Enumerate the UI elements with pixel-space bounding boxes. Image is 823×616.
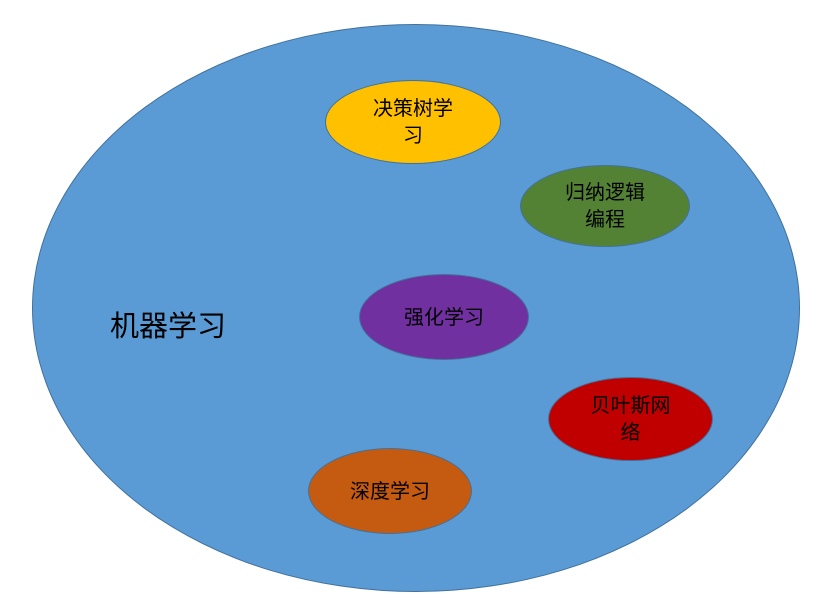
- reinforcement-learning-ellipse: 强化学习: [359, 274, 529, 360]
- deep-learning-ellipse: 深度学习: [308, 448, 472, 534]
- decision-tree-learning-label: 决策树学习: [373, 96, 453, 147]
- decision-tree-learning-ellipse: 决策树学习: [325, 80, 501, 164]
- inductive-logic-programming-label: 归纳逻辑编程: [565, 180, 645, 231]
- reinforcement-learning-label: 强化学习: [404, 304, 484, 329]
- deep-learning-label: 深度学习: [350, 478, 430, 503]
- bayesian-network-ellipse: 贝叶斯网络: [548, 377, 713, 461]
- inductive-logic-programming-ellipse: 归纳逻辑编程: [520, 165, 690, 247]
- machine-learning-label: 机器学习: [110, 309, 227, 343]
- bayesian-network-label: 贝叶斯网络: [590, 393, 671, 444]
